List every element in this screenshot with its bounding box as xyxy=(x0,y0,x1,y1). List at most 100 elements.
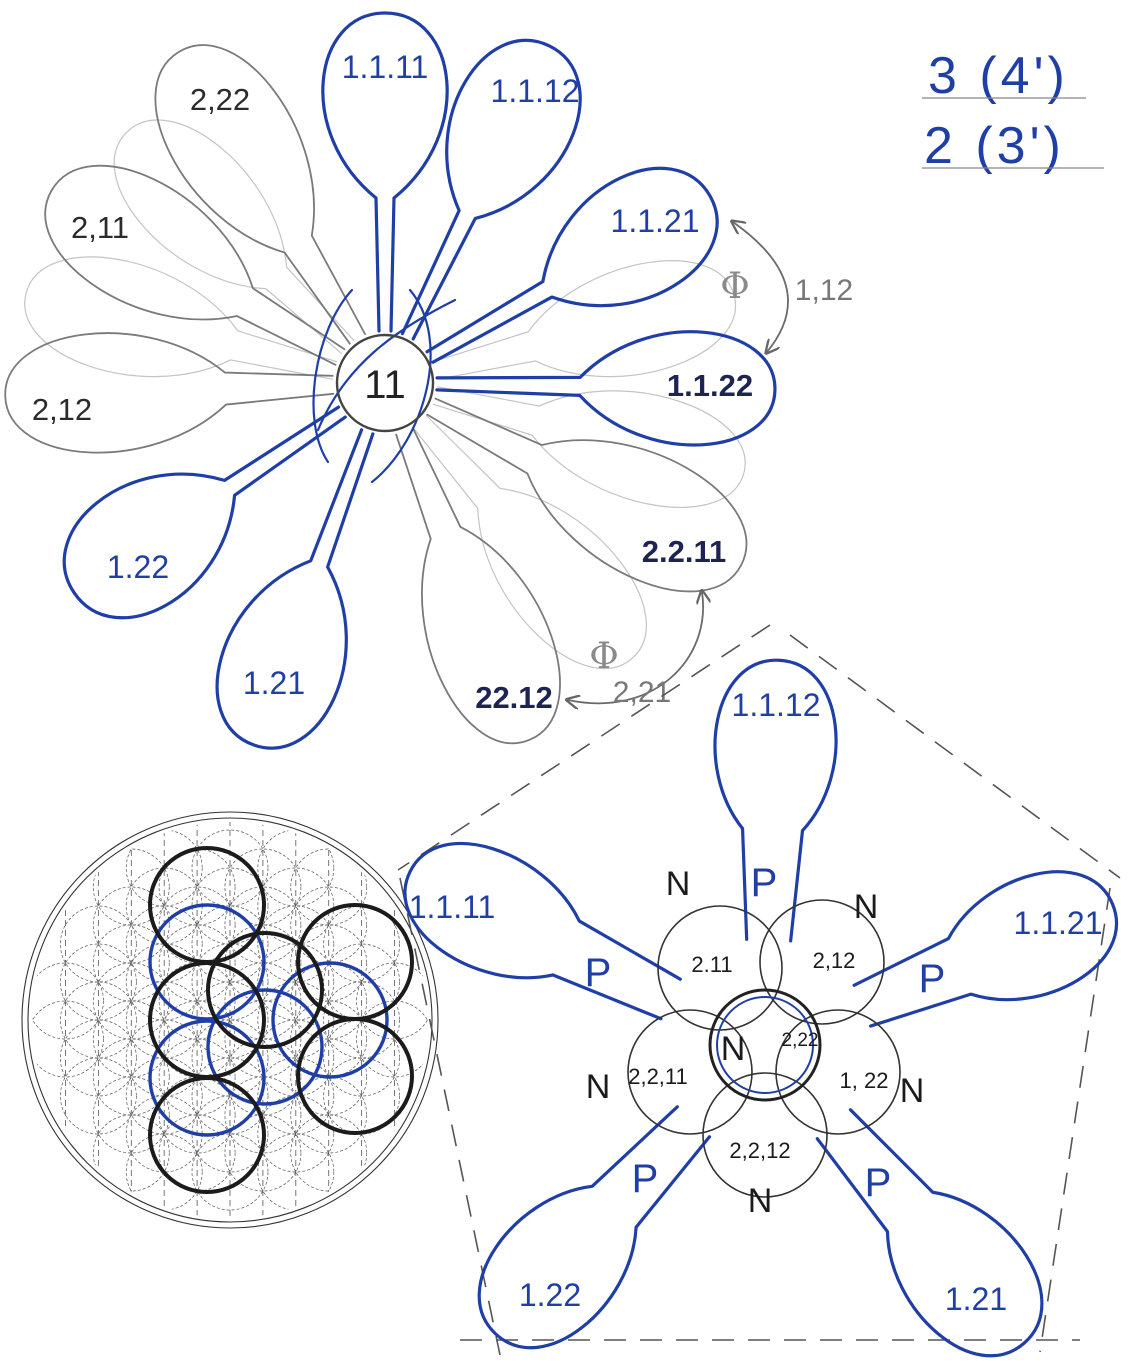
flower-of-life-grid-circle xyxy=(224,848,302,926)
flower-of-life-grid-circle xyxy=(158,1038,236,1116)
flower-of-life-grid-circle xyxy=(257,981,335,1059)
flower-of-life-grid-circle xyxy=(60,1057,137,1135)
petal-mark: P xyxy=(865,1161,892,1205)
petal-label: 1.1.11 xyxy=(409,889,496,925)
flower-of-life-grid-circle xyxy=(290,1038,368,1116)
petal-label: 1.1.21 xyxy=(611,203,700,239)
petal-mark: P xyxy=(751,861,778,905)
petal-1-1-12 xyxy=(400,38,582,341)
circle-label: 2.11 xyxy=(691,952,732,977)
phi-symbol: Φ xyxy=(720,266,750,307)
flower-of-life-grid-circle xyxy=(125,1057,203,1135)
cluster-center-circle xyxy=(708,988,822,1102)
flower-of-life-grid-circle xyxy=(191,829,269,907)
petal-label: 1.1.12 xyxy=(732,687,821,723)
circle-mark: N xyxy=(721,1030,746,1068)
flower-of-life-grid-circle xyxy=(191,981,269,1059)
cluster-circle xyxy=(702,1072,828,1198)
flower-of-life-grid-circle xyxy=(224,1076,302,1154)
notes: 3 (4') 2 (3') xyxy=(922,47,1104,175)
petal-label: 2.2.11 xyxy=(642,534,726,569)
note-line-1: 3 (4') xyxy=(928,47,1069,105)
pentagon-edge xyxy=(397,624,771,871)
center-blue-circle xyxy=(716,996,814,1094)
petal-label: 1.1.22 xyxy=(667,368,753,403)
petal-label: 2,11 xyxy=(71,210,129,245)
flower-of-life-grid-circle xyxy=(32,1000,104,1078)
flower-of-life-grid-circle xyxy=(191,905,269,983)
circle-label: 2,22 xyxy=(782,1030,819,1051)
faint-petal xyxy=(24,256,338,380)
pentagon-edge xyxy=(399,877,501,1356)
petal-22-12 xyxy=(395,426,561,744)
flower-of-life-grid-circle xyxy=(32,962,104,1040)
flower-of-life-grid-circle xyxy=(92,1038,170,1116)
flower-of-life-grid-circle xyxy=(125,943,203,1021)
petal-label: 22.12 xyxy=(475,680,553,715)
faint-petal xyxy=(432,386,746,508)
center-label: 11 xyxy=(364,363,406,407)
petal-mark: P xyxy=(632,1157,659,1201)
flower-of-life-grid-circle xyxy=(191,1095,269,1173)
note-line-2: 2 (3') xyxy=(924,117,1065,175)
flower-of-life-grid-circle xyxy=(323,1019,400,1097)
flower-of-life-grid-circle xyxy=(125,1019,203,1097)
petal-1-1-21 xyxy=(425,166,719,364)
blue-circle xyxy=(148,903,266,1021)
petal-2-22 xyxy=(154,44,366,345)
angle-arrow-arc xyxy=(568,592,703,703)
petal-label: 1.1.21 xyxy=(1014,905,1103,941)
flower-of-life-grid-circle xyxy=(92,924,170,1002)
flower-of-life-grid xyxy=(32,829,428,1211)
black-circle xyxy=(148,1076,266,1194)
outer-circle xyxy=(27,817,433,1223)
blue-stem-curve xyxy=(370,288,432,484)
petal-2-2-11 xyxy=(426,397,748,593)
petal-1-22 xyxy=(477,1105,712,1350)
circle-label: 2,2,12 xyxy=(729,1138,790,1163)
flower-of-life-grid-circle xyxy=(257,943,335,1021)
flower-of-life-grid-circle xyxy=(290,1076,368,1154)
flower-of-life-grid-circle xyxy=(224,886,302,964)
flower-of-life-grid-circle xyxy=(60,981,137,1059)
flower-of-life-grid-circle xyxy=(191,1133,269,1211)
blue-stem-curve xyxy=(316,298,457,432)
flower-of-life-grid-circle xyxy=(257,1133,335,1211)
cluster-circle xyxy=(627,1009,753,1135)
flower-of-life xyxy=(21,811,439,1229)
pentagon-diagram: 1.1.12 1.1.11 1.1.21 1.22 1.21 P P P P P… xyxy=(397,624,1121,1358)
flower-of-life-grid-circle xyxy=(257,829,335,907)
circle-mark: N xyxy=(666,865,691,903)
flower-of-life-grid-circle xyxy=(60,943,137,1021)
petal-1-1-11 xyxy=(403,842,682,1021)
flower-of-life-grid-circle xyxy=(224,1038,302,1116)
petal-mark: P xyxy=(919,957,946,1001)
flower-of-life-grid-circle xyxy=(60,905,137,983)
petal-1-21 xyxy=(215,428,375,750)
circle-mark: N xyxy=(586,1068,611,1106)
outer-circle xyxy=(21,811,439,1229)
petal-label: 1.1.11 xyxy=(342,49,429,85)
blue-stem-curve xyxy=(312,288,354,464)
petal-label: 1.1.12 xyxy=(491,73,580,109)
petal-1-21 xyxy=(815,1108,1044,1358)
petal-label: 1.21 xyxy=(243,665,305,701)
blue-circle xyxy=(271,961,389,1079)
flower-of-life-grid-circle xyxy=(92,1000,170,1078)
petal-label: 1.22 xyxy=(519,1277,581,1313)
pentagon-edge xyxy=(789,634,1121,879)
pentagon-edge xyxy=(1039,887,1111,1353)
flower-of-life-grid-circle xyxy=(92,848,170,926)
petal-1-1-22 xyxy=(435,330,777,447)
circle-label: 2,12 xyxy=(813,948,856,973)
center-circle xyxy=(335,333,435,433)
cluster-circle xyxy=(775,1009,901,1135)
flower-of-life-grid-circle xyxy=(257,1019,335,1097)
faint-petal xyxy=(113,119,355,354)
flower-of-life-grid-circle xyxy=(290,1114,368,1192)
petal-label: 1.22 xyxy=(107,549,169,585)
black-circle xyxy=(296,1017,414,1135)
petal-mark: P xyxy=(585,951,612,995)
flower-of-life-grid-circle xyxy=(191,1019,269,1097)
